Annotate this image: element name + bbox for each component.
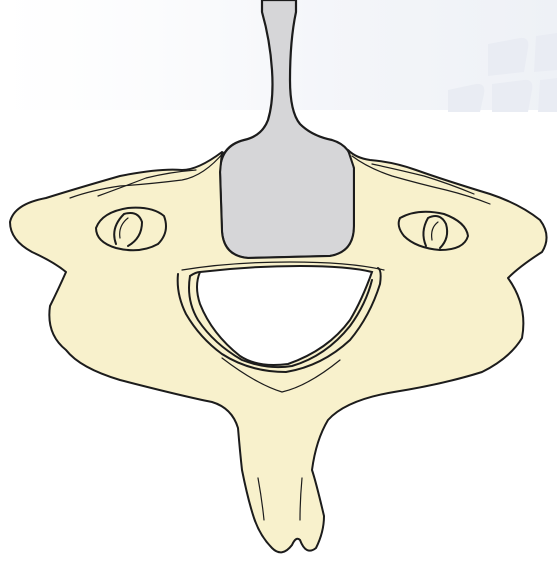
watermark-shape-2 xyxy=(492,80,532,112)
watermark-shape-5 xyxy=(534,33,557,72)
watermark-shape-3 xyxy=(538,78,557,112)
watermark-shape-4 xyxy=(488,38,528,76)
